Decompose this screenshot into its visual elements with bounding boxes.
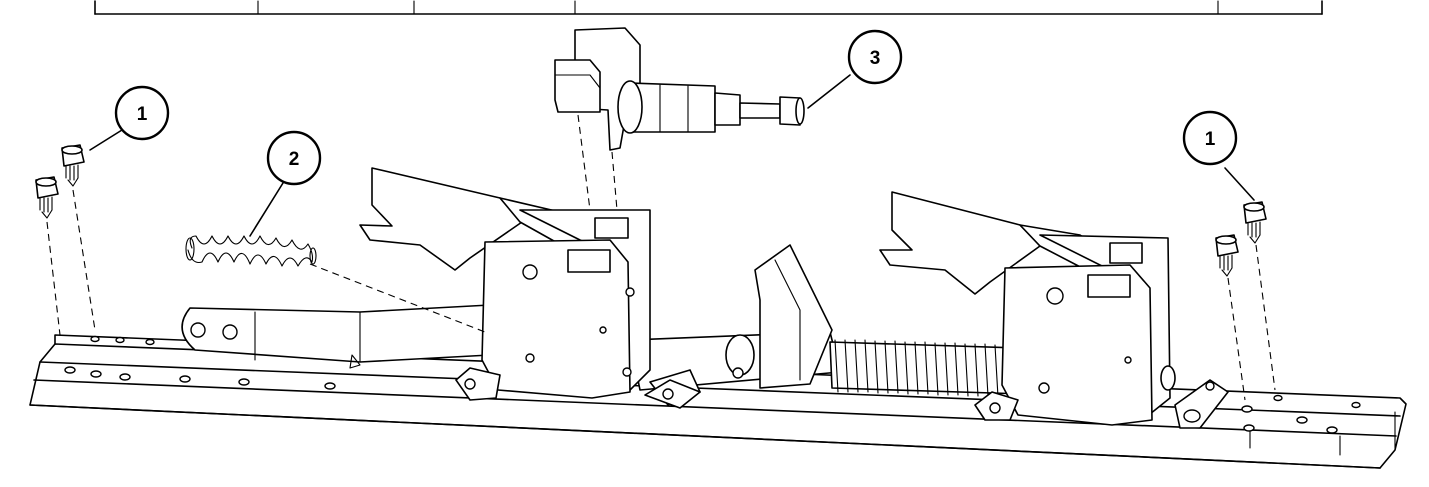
screw-left-a bbox=[61, 144, 85, 187]
svg-text:1: 1 bbox=[1205, 129, 1216, 150]
left-screws bbox=[35, 144, 85, 219]
screw-right-b bbox=[1215, 234, 1239, 277]
compression-spring bbox=[829, 339, 1026, 399]
left-latch-assembly bbox=[359, 167, 701, 409]
shaft-assembly bbox=[629, 244, 841, 406]
svg-text:3: 3 bbox=[870, 48, 881, 69]
screw-left-b bbox=[35, 176, 59, 219]
svg-text:2: 2 bbox=[289, 149, 300, 170]
actuator-component bbox=[554, 27, 805, 151]
right-screws bbox=[1215, 201, 1267, 277]
callout-3-actuator: 3 bbox=[847, 29, 903, 85]
svg-text:1: 1 bbox=[137, 104, 148, 125]
small-coil-spring bbox=[185, 235, 317, 267]
rail-holes bbox=[64, 335, 1361, 434]
sliding-arm bbox=[181, 304, 501, 369]
callout-1-left: 1 bbox=[114, 85, 170, 141]
callout-1-right: 1 bbox=[1182, 110, 1238, 166]
table-border-remnant bbox=[94, 0, 1323, 15]
base-rail bbox=[29, 334, 1407, 469]
callout-2-spring: 2 bbox=[266, 130, 322, 186]
right-latch-assembly bbox=[879, 191, 1229, 429]
leader-lines bbox=[89, 74, 1255, 237]
screw-right-a bbox=[1243, 201, 1267, 244]
alignment-lines bbox=[46, 114, 1276, 401]
